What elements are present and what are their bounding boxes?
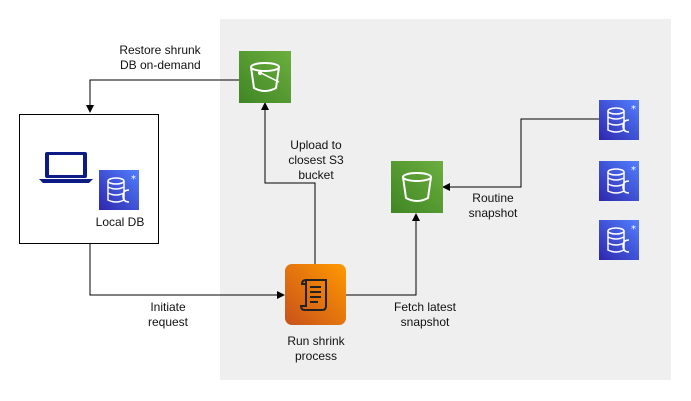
- restore-label-line1: Restore shrunk: [119, 43, 201, 57]
- initiate-connector: [89, 244, 285, 299]
- fetch-connector: [346, 213, 420, 296]
- local-db-label: Local DB: [95, 215, 145, 229]
- upload-label-line2: closest S3: [288, 153, 344, 167]
- restore-label-line2: DB on-demand: [119, 58, 201, 72]
- upload-label-line3: bucket: [298, 168, 334, 182]
- rds-database-icon: *: [599, 161, 639, 201]
- svg-text:*: *: [631, 104, 636, 115]
- routine-snapshot-label: Routine snapshot: [469, 191, 518, 221]
- restore-label: Restore shrunk DB on-demand: [119, 43, 200, 73]
- routine-snapshot-line2: snapshot: [468, 206, 518, 220]
- initiate-request-label: Initiate request: [148, 300, 188, 330]
- rds-database-icon: *: [599, 220, 639, 260]
- svg-text:*: *: [631, 224, 636, 235]
- run-shrink-line2: process: [294, 349, 338, 363]
- initiate-line1: Initiate: [150, 300, 186, 314]
- upload-connector: [261, 102, 316, 264]
- svg-text:*: *: [631, 165, 636, 176]
- rds-database-icon: *: [599, 100, 639, 140]
- routine-snapshot-line1: Routine: [472, 191, 514, 205]
- fetch-line1: Fetch latest: [393, 300, 457, 314]
- fetch-line2: snapshot: [400, 315, 450, 329]
- run-shrink-label: Run shrink process: [287, 334, 344, 364]
- rds-database-icon: *: [99, 170, 139, 210]
- routine-snapshot-connector: [442, 118, 599, 191]
- upload-label-line1: Upload to: [290, 138, 342, 152]
- upload-label: Upload to closest S3 bucket: [288, 138, 343, 183]
- fetch-latest-label: Fetch latest snapshot: [394, 300, 456, 330]
- initiate-line2: request: [147, 315, 189, 329]
- s3-bucket-icon: [239, 51, 291, 103]
- svg-text:*: *: [131, 174, 136, 185]
- laptop-icon: [39, 152, 93, 183]
- s3-bucket-icon: [391, 161, 443, 213]
- restore-connector: [86, 79, 239, 113]
- run-shrink-line1: Run shrink: [287, 334, 345, 348]
- script-scroll-icon[interactable]: [285, 264, 346, 325]
